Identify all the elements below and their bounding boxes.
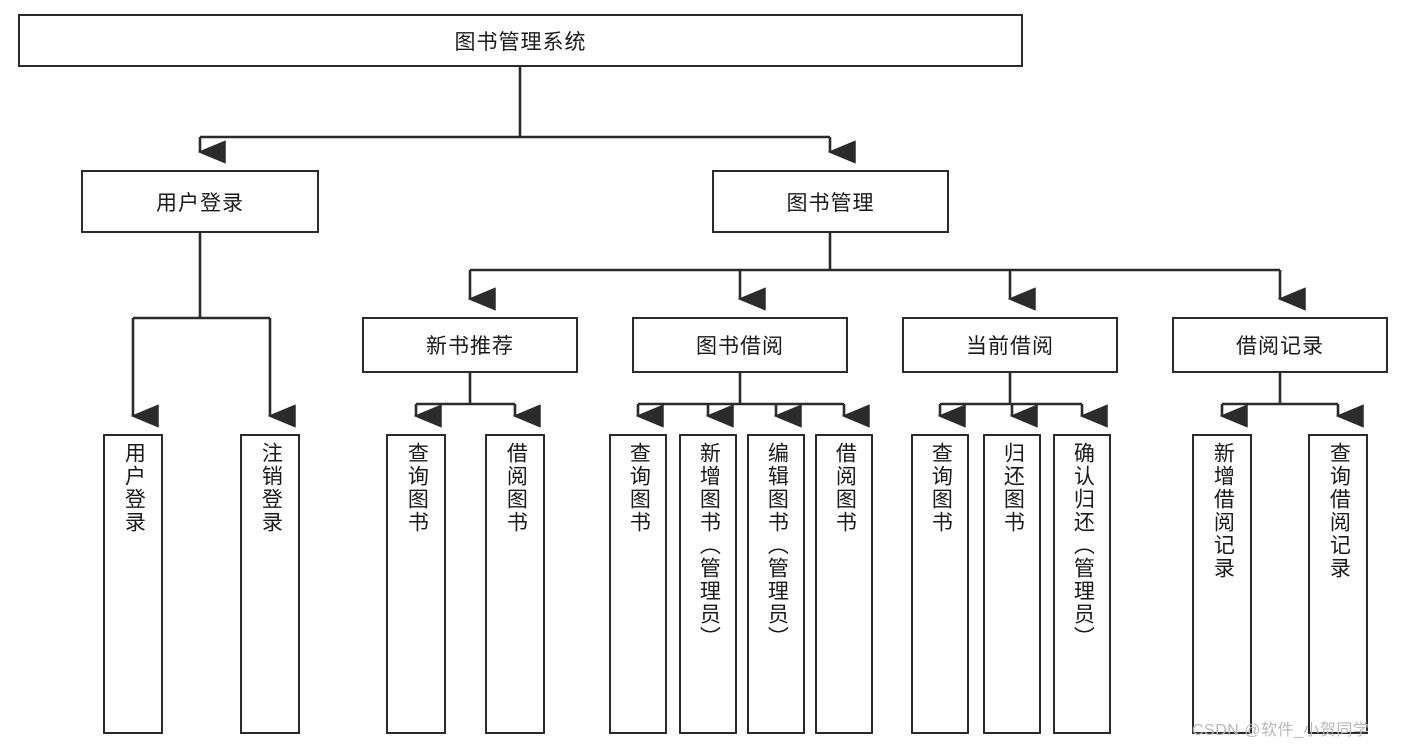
- node-label: 编辑图书（管理员）: [765, 442, 789, 649]
- node-leaf-query-record[interactable]: 查询借阅记录: [1308, 434, 1368, 734]
- node-leaf-borrow-book-2[interactable]: 借阅图书: [815, 434, 873, 734]
- node-label: 用户登录: [122, 442, 146, 534]
- node-label: 用户登录: [156, 191, 244, 215]
- node-label: 借阅记录: [1236, 335, 1324, 358]
- watermark-label: CSDN @软件_小贺同学: [1192, 722, 1370, 739]
- node-label: 查询图书: [929, 442, 953, 534]
- node-leaf-query-book-3[interactable]: 查询图书: [911, 434, 969, 734]
- node-leaf-logout[interactable]: 注销登录: [240, 434, 300, 734]
- node-leaf-query-book-2[interactable]: 查询图书: [609, 434, 667, 734]
- node-leaf-user-login[interactable]: 用户登录: [103, 434, 163, 734]
- node-label: 查询借阅记录: [1327, 442, 1351, 580]
- node-borrow-record[interactable]: 借阅记录: [1172, 317, 1388, 373]
- node-label: 图书借阅: [696, 335, 784, 358]
- node-user-login[interactable]: 用户登录: [81, 170, 319, 233]
- node-book-manage[interactable]: 图书管理: [712, 170, 949, 233]
- node-leaf-return-book[interactable]: 归还图书: [983, 434, 1041, 734]
- node-root[interactable]: 图书管理系统: [18, 14, 1023, 67]
- node-label: 图书管理: [786, 191, 875, 215]
- node-label: 借阅图书: [504, 442, 528, 534]
- node-label: 查询图书: [405, 442, 429, 534]
- node-label: 查询图书: [627, 442, 651, 534]
- node-label: 借阅图书: [833, 442, 857, 534]
- node-label: 新增图书（管理员）: [697, 442, 721, 649]
- node-label: 新书推荐: [426, 335, 514, 358]
- node-current-borrow[interactable]: 当前借阅: [902, 317, 1118, 373]
- node-leaf-confirm-return[interactable]: 确认归还（管理员）: [1053, 434, 1111, 734]
- node-label: 新增借阅记录: [1211, 442, 1235, 580]
- node-new-book-rec[interactable]: 新书推荐: [362, 317, 578, 373]
- node-label: 图书管理系统: [454, 30, 587, 54]
- node-label: 确认归还（管理员）: [1071, 442, 1095, 649]
- node-leaf-query-book-1[interactable]: 查询图书: [386, 434, 446, 734]
- node-leaf-add-record[interactable]: 新增借阅记录: [1192, 434, 1252, 734]
- node-leaf-edit-book[interactable]: 编辑图书（管理员）: [747, 434, 805, 734]
- node-leaf-borrow-book-1[interactable]: 借阅图书: [485, 434, 545, 734]
- node-leaf-add-book[interactable]: 新增图书（管理员）: [679, 434, 737, 734]
- node-book-borrow[interactable]: 图书借阅: [632, 317, 848, 373]
- node-label: 归还图书: [1001, 442, 1025, 534]
- node-label: 注销登录: [259, 442, 283, 534]
- node-label: 当前借阅: [966, 335, 1054, 358]
